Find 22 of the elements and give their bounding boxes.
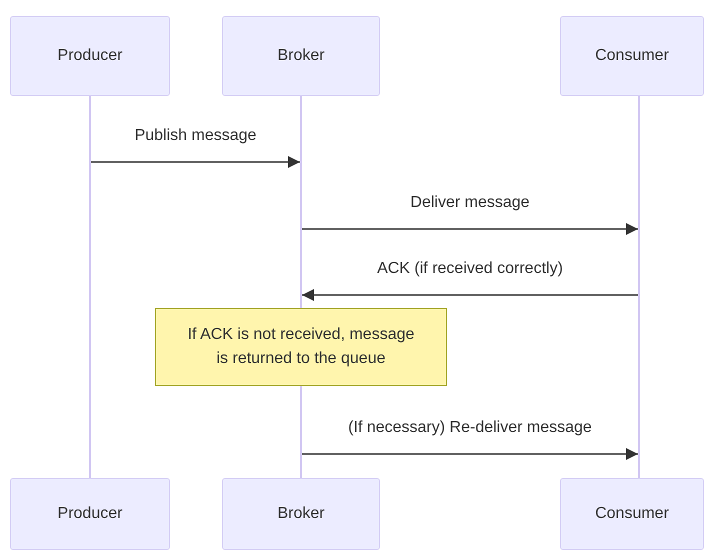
note-text: If ACK is not received, message is returned to the queue — [186, 325, 416, 369]
participant-box — [560, 478, 704, 550]
note-box — [155, 308, 447, 386]
lifeline — [638, 96, 640, 478]
participant-box — [10, 478, 170, 550]
lifeline — [89, 96, 91, 478]
participant-box — [222, 478, 380, 550]
participant-box — [222, 16, 380, 96]
participant-label: Broker — [277, 46, 325, 66]
participant-label: Consumer — [595, 504, 669, 524]
participant-label: Broker — [277, 504, 325, 524]
participant-box — [10, 16, 170, 96]
participant-box — [560, 16, 704, 96]
message-arrow — [302, 223, 638, 235]
participant-label: Producer — [58, 504, 122, 524]
lifeline — [300, 386, 302, 478]
message-arrow — [302, 289, 638, 301]
message-arrow — [302, 448, 638, 460]
lifeline — [300, 96, 302, 308]
participant-label: Consumer — [595, 46, 669, 66]
participant-label: Producer — [58, 46, 122, 66]
message-arrow — [91, 156, 300, 168]
